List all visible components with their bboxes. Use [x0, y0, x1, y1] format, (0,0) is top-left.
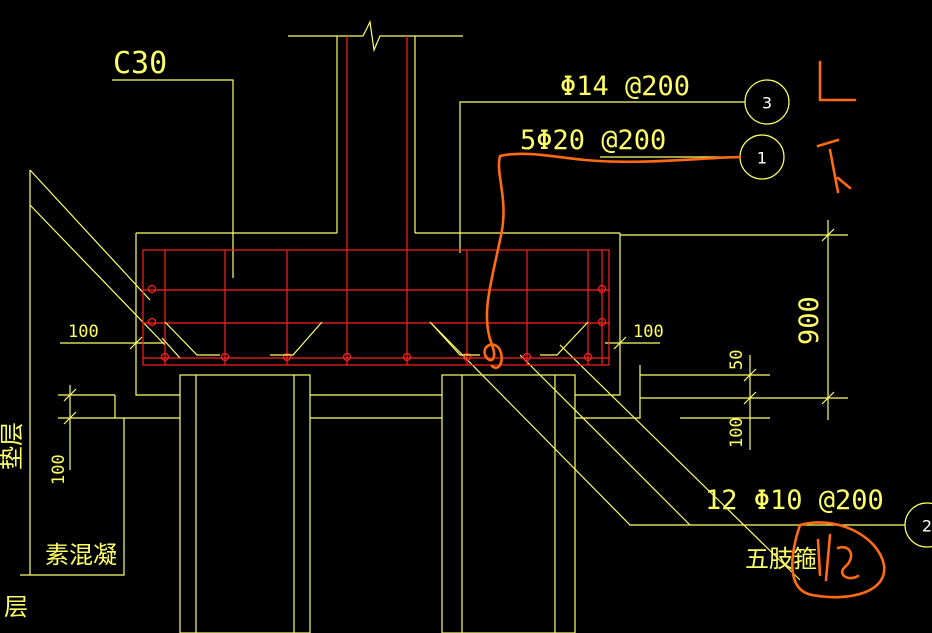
- callout3-spec: Φ14 @200: [560, 71, 690, 102]
- callout2-leader: [429, 321, 905, 526]
- lean-concrete-label: 素混凝: [45, 541, 117, 569]
- callout1-number: 1: [757, 149, 767, 168]
- dim-right-cover: 100: [633, 322, 664, 342]
- callout-circle-2: [904, 502, 932, 548]
- dim-left-layer: 100: [49, 454, 69, 485]
- inclined-rebars: [161, 321, 589, 359]
- callout3-number: 3: [762, 94, 772, 113]
- rebar-outer-frame: [142, 249, 610, 366]
- structure-outline: [20, 20, 932, 633]
- labels: C30 Φ14 @200 5Φ20 @200 12 Φ10 @200 3 1 2…: [0, 46, 932, 621]
- markup-circle: [791, 521, 886, 599]
- pile-left: [179, 374, 311, 633]
- rebar-cage: [142, 36, 610, 366]
- markup-mark-b: [816, 138, 852, 194]
- callout-circle-3: [744, 79, 790, 125]
- cushion-vertical-label: 垫层: [0, 422, 26, 470]
- cap-outline: [135, 233, 180, 396]
- c30-leader: [112, 79, 234, 278]
- callout3-leader: [459, 101, 745, 253]
- handwritten-markup: [483, 60, 886, 599]
- dim-bottom-layer: 100: [727, 417, 747, 448]
- markup-mark-a: [818, 60, 857, 102]
- callout2-number: 2: [922, 517, 932, 536]
- column-break-line: [288, 20, 463, 53]
- layer-cut-label: 层: [4, 593, 28, 621]
- concrete-grade-label: C30: [113, 46, 167, 81]
- dim-height: 900: [794, 296, 825, 345]
- pile-right: [441, 374, 576, 633]
- markup-wavy-leader: [483, 152, 742, 370]
- dim-bottom-offset: 50: [727, 350, 747, 370]
- callout1-spec: 5Φ20 @200: [520, 125, 666, 156]
- callout2-spec: 12 Φ10 @200: [705, 485, 884, 516]
- stirrup-label: 五肢箍: [745, 545, 817, 573]
- cushion-layer: [114, 395, 180, 419]
- dim-left-cover: 100: [68, 322, 99, 342]
- markup-scribble: [816, 533, 860, 582]
